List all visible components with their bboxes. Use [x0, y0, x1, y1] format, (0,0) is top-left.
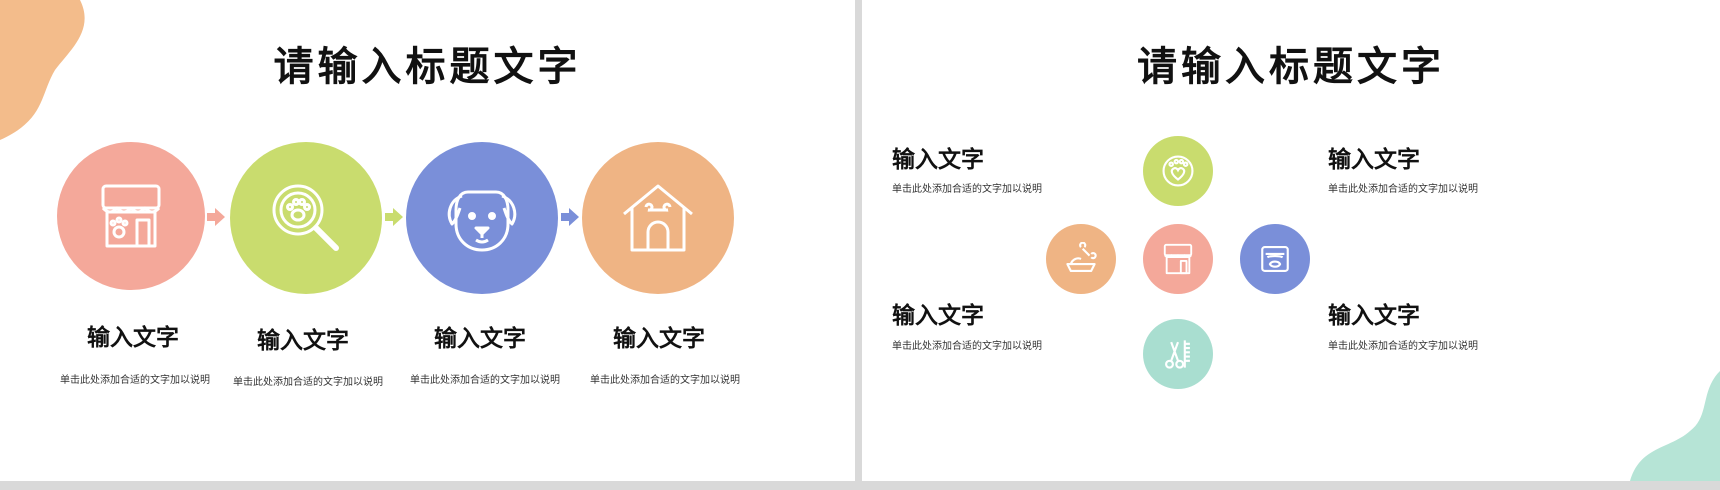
item-label-bottom-right: 输入文字 — [1328, 303, 1420, 329]
item-label-bottom-left: 输入文字 — [892, 303, 984, 329]
step-desc-3: 单击此处添加合适的文字加以说明 — [410, 375, 560, 386]
hub-right-circle — [1240, 224, 1310, 294]
decor-blob-top-left — [0, 0, 85, 140]
step-circle-3 — [406, 142, 558, 294]
step-label-4: 输入文字 — [613, 326, 705, 352]
pet-bed-icon — [1261, 246, 1289, 272]
page-title: 请输入标题文字 — [273, 44, 582, 90]
step-desc-2: 单击此处添加合适的文字加以说明 — [233, 377, 383, 388]
step-circle-4 — [582, 142, 734, 294]
step-desc-1: 单击此处添加合适的文字加以说明 — [60, 375, 210, 386]
decor-blob-bottom-right — [1630, 371, 1720, 481]
page-title: 请输入标题文字 — [1137, 44, 1445, 90]
step-label-1: 输入文字 — [87, 325, 179, 351]
step-desc-4: 单击此处添加合适的文字加以说明 — [590, 375, 740, 386]
item-desc-bottom-left: 单击此处添加合适的文字加以说明 — [892, 341, 1042, 352]
dog-house-icon — [623, 184, 693, 252]
shop-icon — [101, 184, 161, 248]
slide-right: 请输入标题文字 输入文字 单击此处添加合适的文字加以说明 输入文字 单击此处添加… — [862, 0, 1720, 481]
bone-bowl-icon — [1066, 242, 1097, 272]
step-circle-1 — [57, 142, 205, 290]
paw-heart-icon — [1162, 155, 1194, 187]
item-desc-bottom-right: 单击此处添加合适的文字加以说明 — [1328, 341, 1478, 352]
magnifier-paw-icon — [272, 184, 339, 251]
item-label-top-left: 输入文字 — [892, 147, 984, 173]
dog-face-icon — [447, 190, 517, 252]
hub-left-circle — [1046, 224, 1116, 294]
step-label-3: 输入文字 — [434, 326, 526, 352]
step-label-2: 输入文字 — [257, 328, 349, 354]
step-circle-2 — [230, 142, 382, 294]
item-desc-top-right: 单击此处添加合适的文字加以说明 — [1328, 184, 1478, 195]
scissors-comb-icon — [1165, 340, 1190, 369]
item-label-top-right: 输入文字 — [1328, 147, 1420, 173]
hub-bottom-circle — [1143, 319, 1213, 389]
item-desc-top-left: 单击此处添加合适的文字加以说明 — [892, 184, 1042, 195]
hub-center-circle — [1143, 224, 1213, 294]
slide-left: 请输入标题文字 — [0, 0, 855, 481]
shop-icon — [1163, 243, 1193, 275]
hub-top-circle — [1143, 136, 1213, 206]
